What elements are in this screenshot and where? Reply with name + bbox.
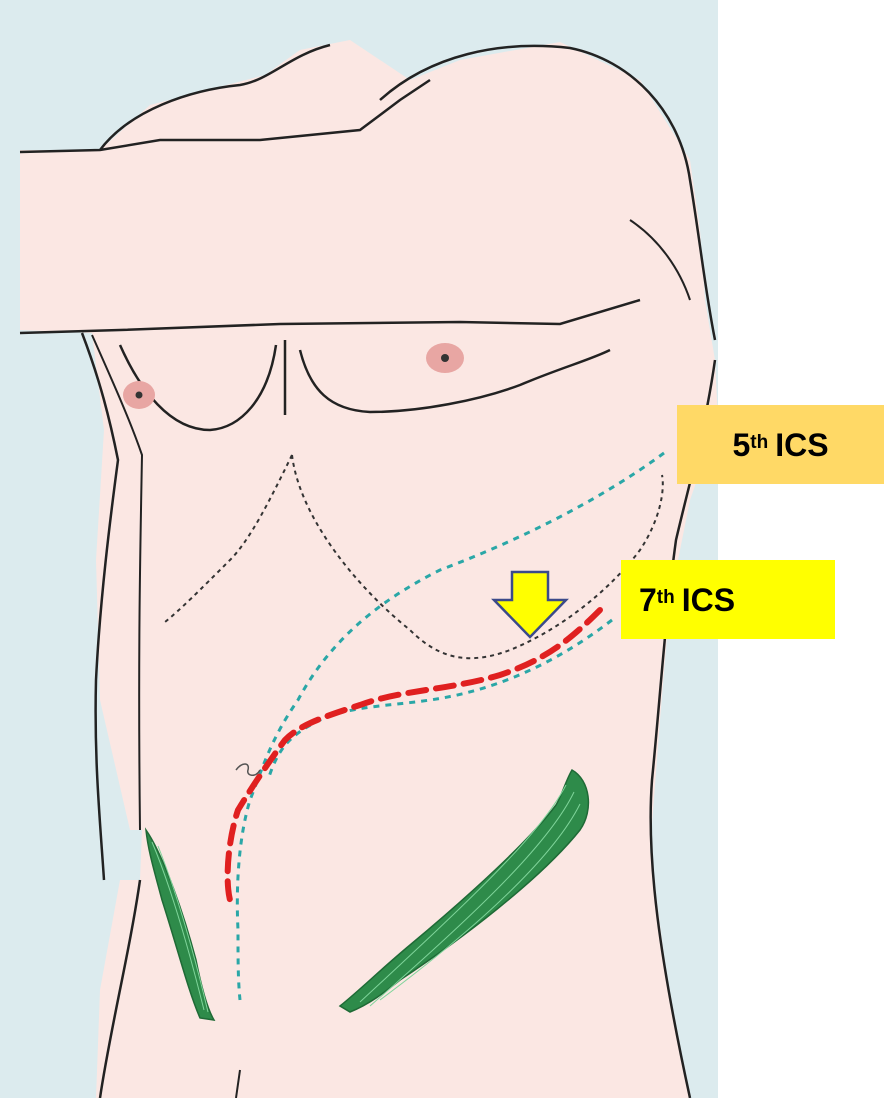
torso-body [20,40,718,1098]
seventh-ics-suffix: th [657,587,675,609]
left-nipple-center [136,392,143,399]
right-nipple-center [441,354,449,362]
fifth-ics-abbr: ICS [775,429,828,461]
seventh-ics-abbr: ICS [682,584,735,616]
fifth-ics-number: 5 [732,429,750,461]
fifth-ics-suffix: th [750,432,768,454]
seventh-ics-number: 7 [639,584,657,616]
